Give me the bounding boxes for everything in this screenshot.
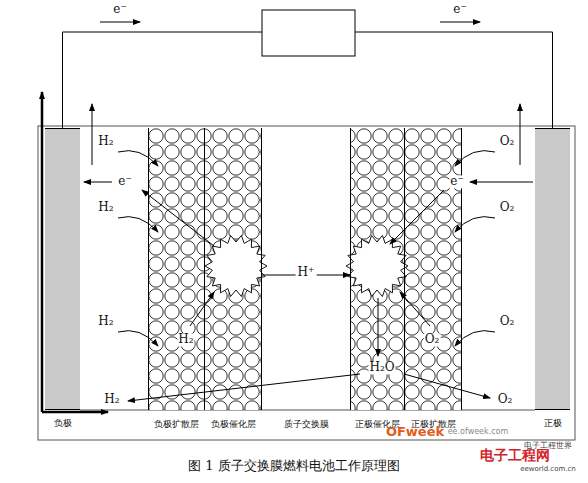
- reaction-site: [205, 236, 267, 297]
- gas-arrow: [455, 331, 495, 346]
- electron-arrow: [100, 22, 140, 23]
- water-arrow: [404, 374, 490, 398]
- gas-label: O₂: [499, 135, 516, 148]
- water-arrow: [128, 374, 360, 401]
- ion-label: H⁺: [296, 266, 317, 279]
- layer-name: 负极: [54, 417, 72, 430]
- watermark: ee.ofweek.com: [447, 428, 510, 437]
- gas-arrow: [118, 151, 158, 166]
- cell-frame: [38, 126, 575, 440]
- electron-label: e⁻: [452, 3, 467, 16]
- gas-label: O₂: [499, 201, 516, 214]
- diffusion-layer-band: 正极扩散层: [405, 128, 462, 410]
- gas-label: H₂: [103, 393, 120, 406]
- gas-label: H₂: [97, 135, 114, 148]
- gas-arrow: [455, 217, 495, 232]
- electrode-band: 负极: [45, 128, 80, 410]
- electron-label: e⁻: [112, 3, 127, 16]
- gas-arrow: [118, 217, 158, 232]
- gas-label: H₂: [97, 201, 114, 214]
- electron-arrow: [142, 190, 214, 246]
- electron-label: e⁻: [117, 175, 132, 188]
- gas-label: O₂: [499, 315, 516, 328]
- watermark: 电子工程世界: [523, 442, 573, 451]
- figure-caption: 图 1 质子交换膜燃料电池工作原理图: [188, 457, 400, 475]
- gas-label: O₂: [497, 393, 514, 406]
- layer-name: 负极催化层: [211, 418, 256, 431]
- electron-label: e⁻: [449, 175, 464, 188]
- watermark: 电子工程网: [479, 448, 551, 463]
- reaction-site: [346, 236, 408, 297]
- load-box: [262, 10, 355, 56]
- electrode-band: 正极: [535, 128, 570, 410]
- diffusion-layer-band: 负极扩散层: [148, 128, 205, 410]
- electron-arrow: [84, 182, 112, 183]
- water-arrow: [378, 298, 379, 356]
- gas-label: H₂: [97, 315, 114, 328]
- gas-arrow: [118, 331, 158, 346]
- gas-arrow: [455, 151, 495, 166]
- watermark: OFweek: [385, 425, 445, 439]
- watermark: eeworld.com.cn: [519, 466, 577, 474]
- gas-arrow: [190, 292, 214, 326]
- catalyst-layer-band: 负极催化层: [205, 128, 262, 410]
- gas-label: H₂: [177, 333, 194, 346]
- electron-arrow: [390, 190, 444, 244]
- gas-label: O₂: [424, 333, 441, 346]
- layer-name: 负极扩散层: [154, 418, 199, 431]
- flow-arrow: [92, 104, 93, 165]
- water-label: H₂O: [368, 361, 395, 374]
- flow-arrow: [520, 104, 521, 165]
- axis-arrow: [42, 411, 108, 414]
- axis-arrow: [41, 92, 44, 412]
- layer-name: 质子交换膜: [284, 418, 329, 431]
- electron-arrow: [470, 182, 533, 183]
- electron-arrow: [440, 22, 480, 23]
- layer-name: 正极: [544, 417, 562, 430]
